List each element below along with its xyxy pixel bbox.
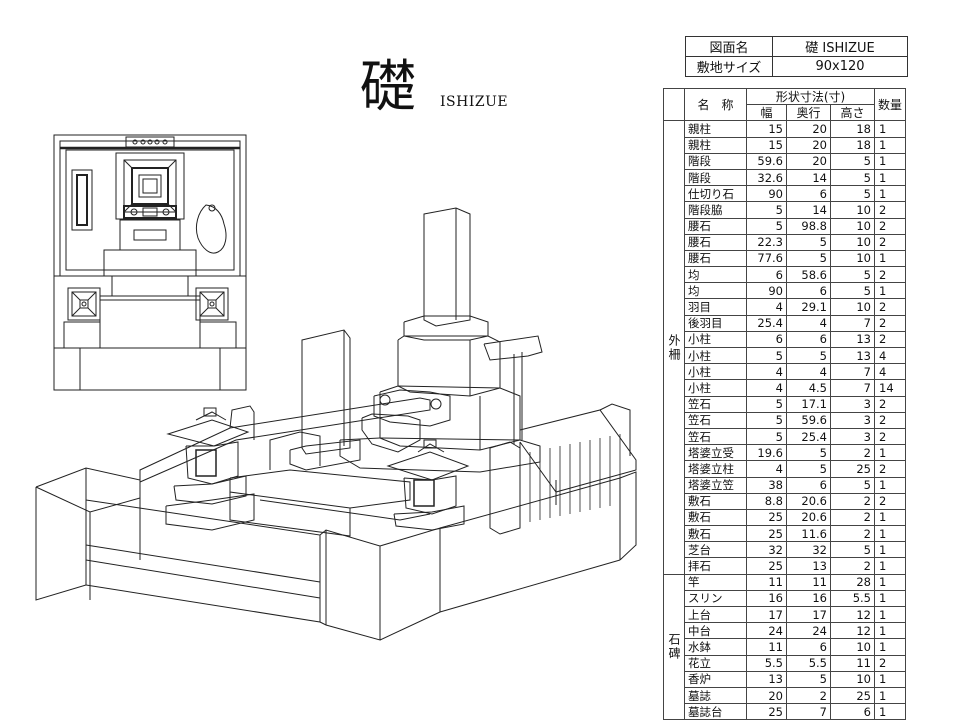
spec-cell-depth: 17.1 [786,395,831,413]
stone-lantern-right [388,440,468,530]
spec-cell-depth: 20.6 [786,492,831,510]
spec-cell-depth: 7 [786,703,831,720]
spec-cell-depth: 2 [786,686,831,705]
spec-cell-height: 12 [830,622,875,640]
spec-header-width: 幅 [746,104,787,122]
spec-cell-depth: 4.5 [786,379,831,397]
info-value: 90x120 [772,56,908,77]
spec-cell-width: 77.6 [746,249,787,268]
monument-shaft [424,208,470,326]
isometric-view [36,208,636,640]
grave-drawing [0,0,960,680]
spec-cell-width: 15 [746,120,787,138]
spec-cell-name: 腰石 [684,249,747,268]
spec-cell-name: 中台 [684,622,747,640]
plan-view [54,135,246,390]
drawing-info-box: 図面名 礎 ISHIZUE 敷地サイズ 90x120 [685,36,908,77]
stone-lantern-left [166,408,254,530]
spec-header-height: 高さ [830,104,875,122]
spec-cell-depth: 32 [786,541,831,559]
spec-cell-height: 10 [830,217,875,235]
spec-cell-name: 階段脇 [684,201,747,219]
spec-cell-depth: 25.4 [786,427,831,446]
spec-cell-name: 階段 [684,168,747,187]
spec-cell-name: 水鉢 [684,638,747,656]
spec-cell-width: 25 [746,703,787,720]
spec-cell-name: 後羽目 [684,314,747,332]
info-row-site-size: 敷地サイズ 90x120 [685,56,908,77]
drawing-title-roman: ISHIZUE [440,94,509,110]
spec-cell-name: 敷石 [684,525,747,543]
spec-cell-width: 38 [746,476,787,494]
spec-cell-height: 25 [830,686,875,705]
spec-cell-qty: 1 [873,541,907,559]
spec-cell-name: 墓誌台 [684,703,747,720]
spec-cell-name: 小柱 [684,363,747,381]
spec-cell-name: 羽目 [684,298,747,316]
spec-cell-name: 墓誌 [684,686,747,705]
info-label: 敷地サイズ [685,56,773,77]
spec-cell-width: 32 [746,541,787,559]
plan-lantern-right [196,288,228,320]
spec-cell-height: 6 [830,703,875,720]
spec-cell-name: スリン [684,589,747,608]
spec-cell-height: 10 [830,638,875,656]
spec-cell-name: 敷石 [684,492,747,510]
spec-cell-name: 笠石 [684,427,747,446]
spec-cell-qty: 1 [873,686,907,705]
spec-header-row-2: 幅 奥行 高さ [664,104,906,122]
drawing-title-kanji: 礎 [360,55,416,120]
spec-cell-name: 敷石 [684,508,747,527]
spec-cell-width: 24 [746,622,787,640]
spec-cell-qty: 1 [873,703,907,720]
memorial-slab [302,330,350,454]
spec-cell-qty: 1 [873,444,907,462]
plan-outline [54,135,246,390]
spec-cell-width: 25 [746,525,787,543]
spec-cell-height: 11 [830,654,875,672]
spec-header-name: 名 称 [684,87,747,122]
spec-cell-depth: 24 [786,622,831,640]
spec-header-depth: 奥行 [786,104,831,122]
spec-cell-name: 親柱 [684,120,747,138]
spec-cell-depth: 29.1 [786,298,831,316]
spec-cell-width: 20 [746,686,787,705]
